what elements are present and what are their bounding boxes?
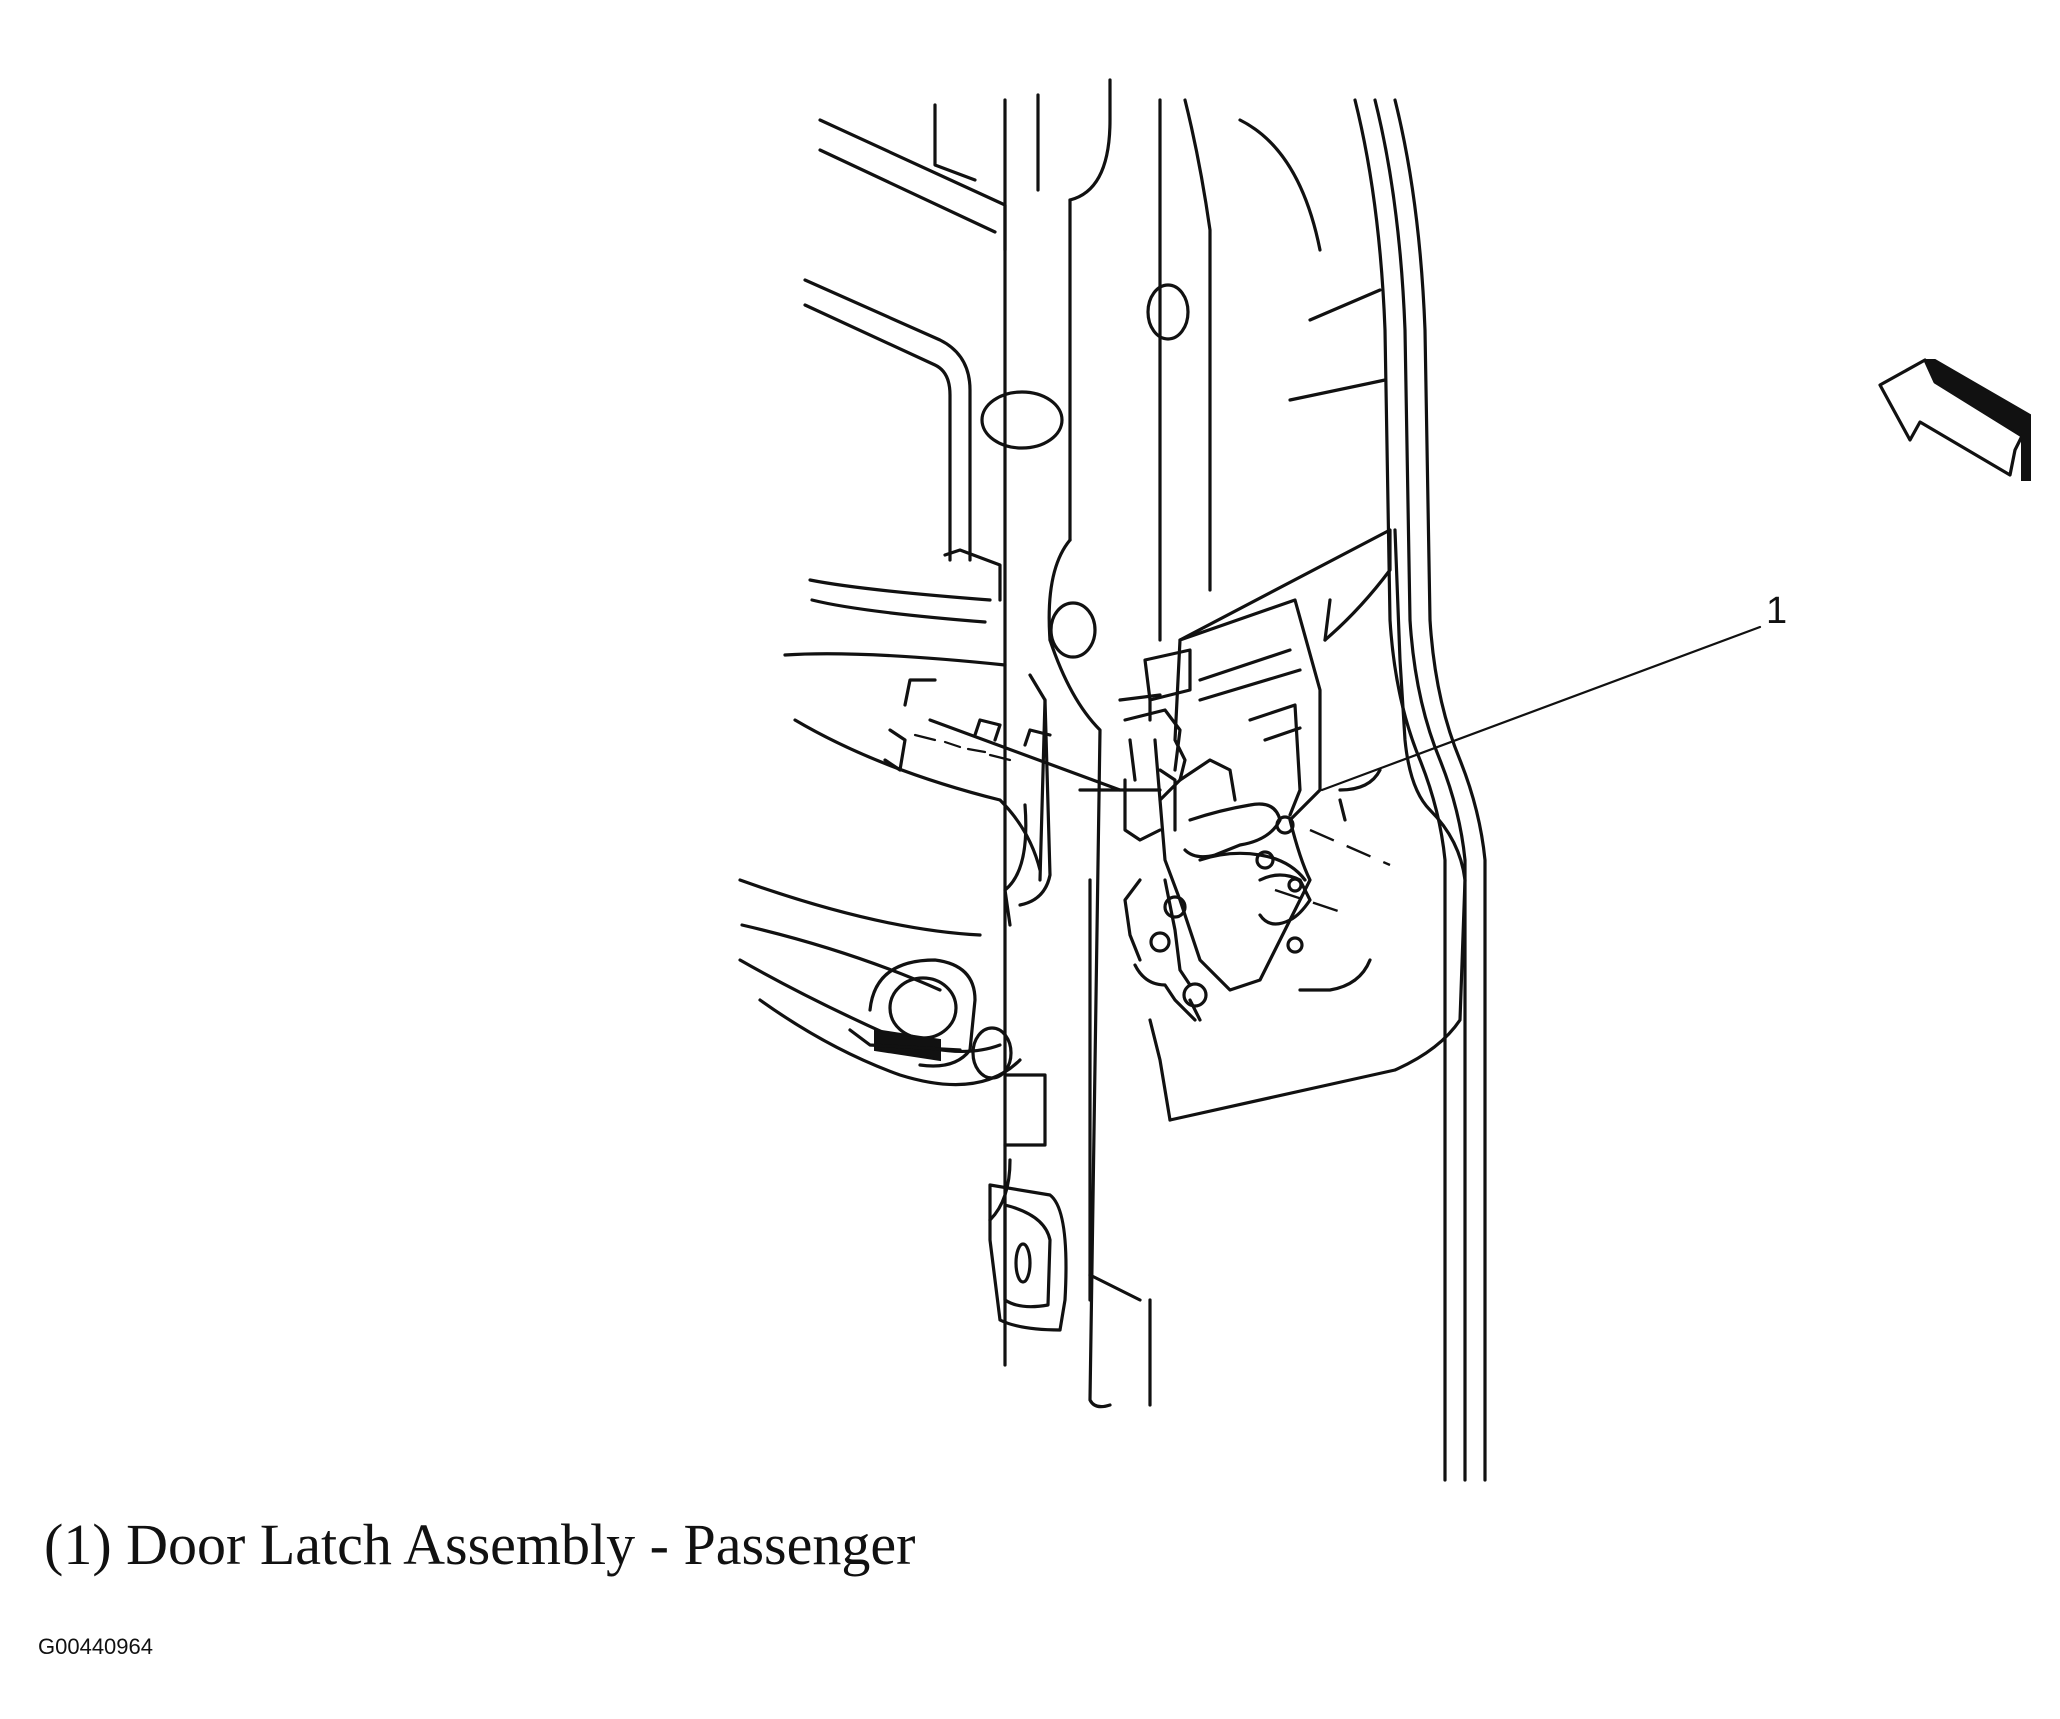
latch-mounting-plate bbox=[1148, 528, 1467, 1122]
figure-caption: (1) Door Latch Assembly - Passenger bbox=[44, 1512, 916, 1577]
door-latch-assembly bbox=[1118, 598, 1322, 1022]
latch-linkage-rods bbox=[883, 548, 1162, 927]
arrow-icon bbox=[1878, 358, 2031, 481]
callout-leader-line bbox=[1320, 625, 1762, 792]
lower-panel-opening bbox=[848, 958, 977, 1068]
door-frame-pillar bbox=[971, 78, 1212, 1409]
alignment-lines bbox=[1274, 828, 1391, 917]
figure-id: G00440964 bbox=[38, 1634, 153, 1659]
lower-brackets bbox=[988, 1073, 1142, 1332]
callout-number: 1 bbox=[1766, 590, 1788, 632]
outer-door-seams bbox=[1238, 98, 1487, 1482]
